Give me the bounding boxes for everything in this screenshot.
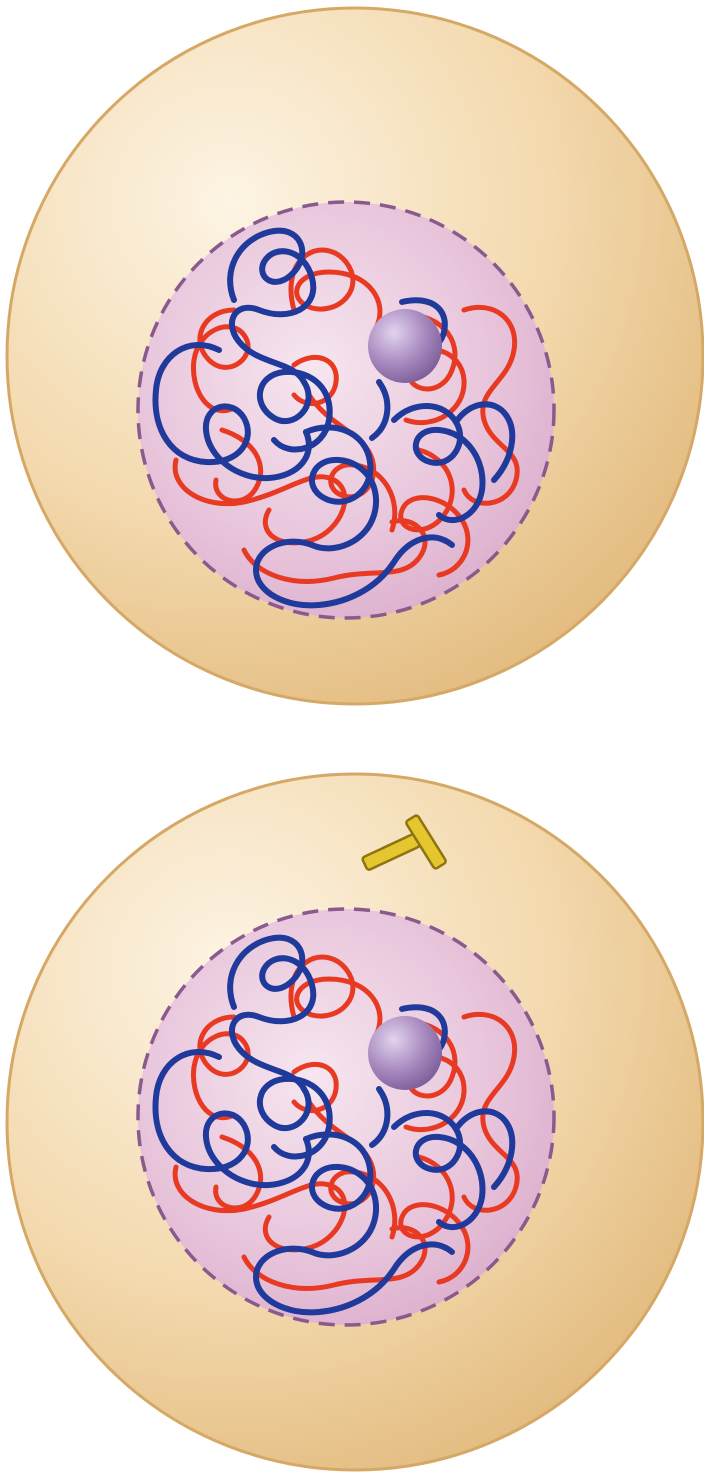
nucleus	[138, 202, 554, 618]
cell-2	[5, 772, 704, 1472]
cell-1	[5, 6, 704, 706]
centriole-icon	[361, 814, 447, 871]
nucleus	[138, 909, 554, 1325]
